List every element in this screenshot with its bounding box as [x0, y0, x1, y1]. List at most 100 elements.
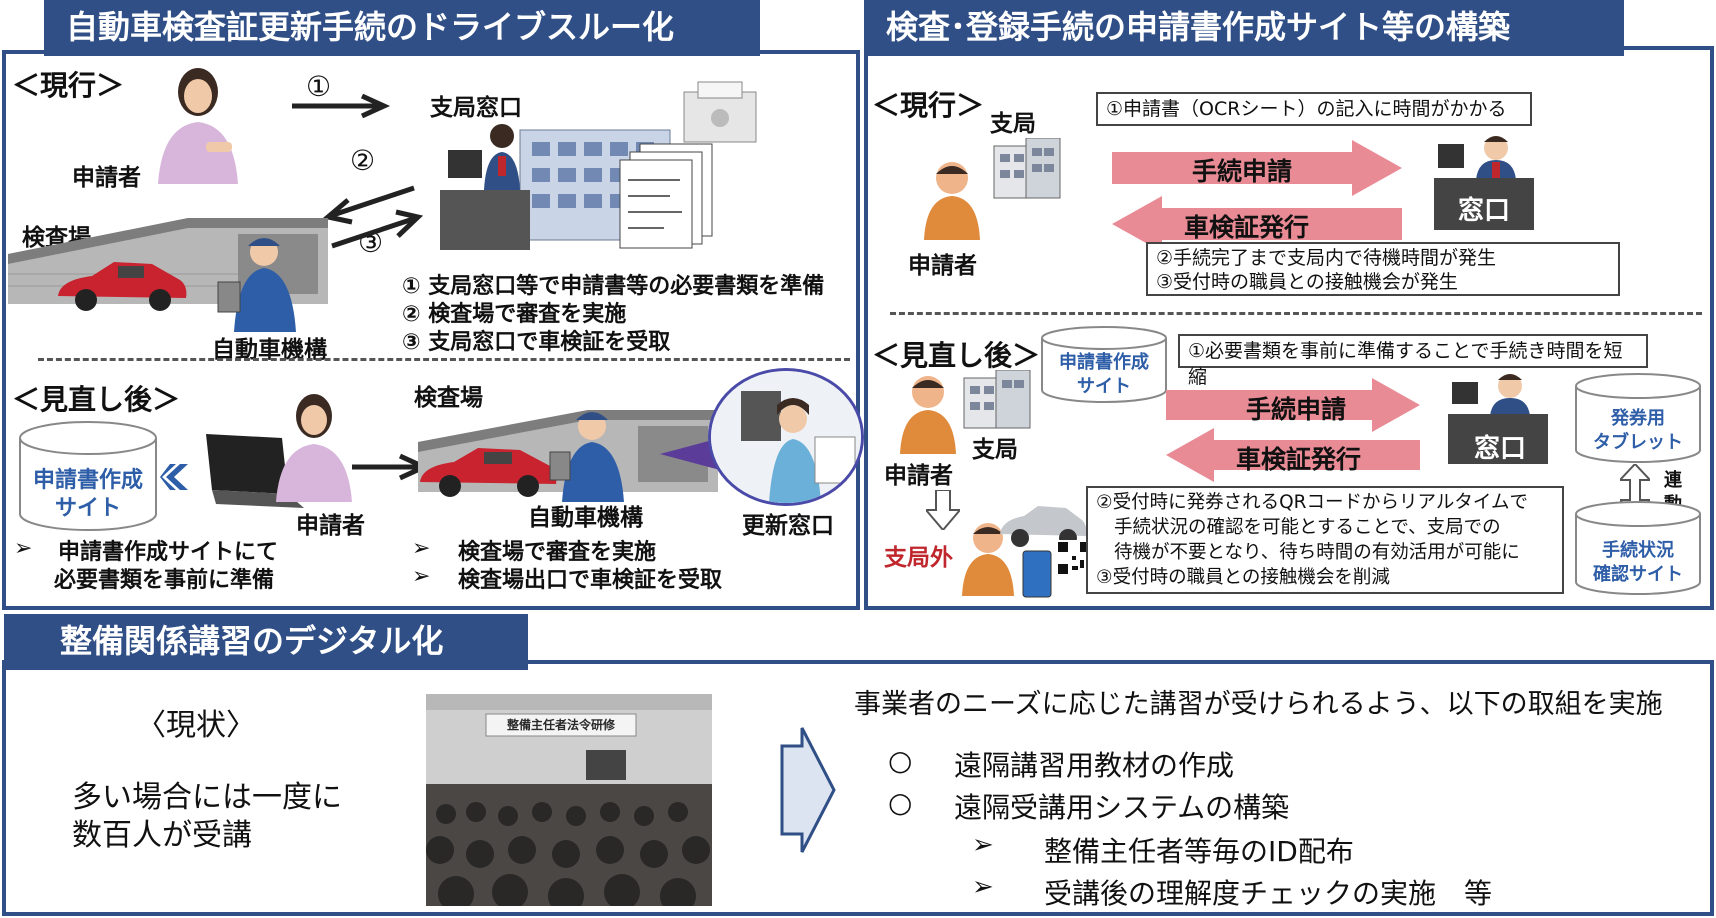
status-text-line1: 多い場合には一度に — [72, 780, 342, 815]
p2-applicant-label: 申請者 — [908, 253, 977, 279]
p2-callout-4-line3: 待機が不要となり、待ち時間の有効活用が可能に — [1114, 542, 1520, 563]
arrow-down-outline-icon — [926, 490, 960, 530]
after-left-bullet-2: 必要書類を事前に準備 — [54, 568, 275, 593]
red-car-after-icon — [420, 448, 557, 497]
exchange-arrows-icon — [322, 185, 424, 249]
p1-after-applicant: 申請者 — [296, 513, 365, 539]
arrow-right-icon — [292, 94, 391, 118]
printer-icon — [683, 81, 757, 143]
person-man-icon — [924, 162, 980, 240]
lecture-photo: 整備主任者法令研修 — [426, 694, 712, 906]
p1-branch-window-label: 支局窓口 — [430, 95, 522, 121]
item-1: 遠隔講習用教材の作成 — [954, 749, 1235, 782]
p2-callout-4-line2: 手続状況の確認を可能とすることで、支局での — [1114, 517, 1501, 538]
p1-current-label: ＜現行＞ — [12, 69, 125, 102]
issue-arrow-left — [1112, 196, 1402, 252]
p1-after-agency: 自動車機構 — [528, 505, 643, 531]
documents-icon — [619, 143, 713, 249]
after-right-bullet-icon-2: ➢ — [412, 564, 431, 589]
after-right-bullet-2: 検査場出口で車検証を受取 — [458, 568, 723, 593]
current-step-3: ③ 支局窓口で車検証を受取 — [402, 330, 671, 355]
p2-branch-label: 支局 — [990, 111, 1036, 137]
subitem-1: 整備主任者等毎のID配布 — [1044, 835, 1354, 868]
status-label: 〈現状〉 — [136, 708, 256, 743]
p1-divider — [38, 358, 850, 361]
p1-after-label: ＜見直し後＞ — [12, 383, 181, 416]
p2-callout-4-line4: ③受付時の職員との接触機会を削減 — [1096, 567, 1390, 588]
person-woman-laptop-icon — [276, 394, 352, 502]
p2-after-applicant: 申請者 — [884, 463, 953, 489]
site-database-icon: 申請書作成 サイト — [18, 420, 158, 532]
subitem-2-bullet: ➢ — [972, 872, 994, 902]
p2-current-label: ＜現行＞ — [872, 89, 985, 122]
p2-site-cyl-line2: サイト — [1077, 376, 1131, 397]
p2-callout-2-line2: ③受付時の職員との接触機会が発生 — [1156, 271, 1458, 293]
p2-window-label: 窓口 — [1458, 196, 1511, 226]
person-woman-icon — [158, 68, 238, 184]
panel-training-title: 整備関係講習のデジタル化 — [4, 614, 528, 670]
window-clerk-icon — [1434, 136, 1534, 230]
person-man-outside-icon — [962, 523, 1014, 596]
p2-site-cyl-line1: 申請書作成 — [1059, 352, 1149, 373]
arrow-left-purple-icon — [660, 438, 720, 470]
p2-callout-4: ②受付時に発券されるQRコードからリアルタイムで 手続状況の確認を可能とすること… — [1086, 486, 1564, 594]
p2-apply-label: 手続申請 — [1192, 157, 1293, 186]
subitem-2: 受講後の理解度チェックの実施 等 — [1044, 877, 1493, 910]
p2-callout-1: ①申請書（OCRシート）の記入に時間がかかる — [1096, 92, 1532, 126]
big-right-arrow-icon — [780, 727, 836, 853]
p2-after-branch: 支局 — [972, 437, 1018, 463]
after-apply-arrow-right — [1166, 378, 1420, 432]
site-cyl-line1: 申請書作成 — [32, 468, 143, 493]
status-cyl-line1: 手続状況 — [1602, 540, 1674, 561]
status-site-database-icon: 手続状況 確認サイト — [1574, 500, 1702, 598]
p1-after-site-label: 検査場 — [414, 385, 483, 411]
after-left-bullet-1: 申請書作成サイトにて — [58, 540, 279, 565]
training-headline: 事業者のニーズに応じた講習が受けられるよう、以下の取組を実施 — [854, 689, 1663, 720]
item-1-circle: ○ — [888, 744, 913, 777]
person-man-after-icon — [900, 376, 956, 454]
panel-application-site-title: 検査･登録手続の申請書作成サイト等の構築 — [864, 0, 1624, 56]
p2-divider — [890, 312, 1702, 315]
p2-callout-2: ②手続完了まで支局内で待機時間が発生 ③受付時の職員との接触機会が発生 — [1146, 242, 1620, 296]
item-2: 遠隔受講用システムの構築 — [954, 791, 1290, 824]
p2-after-issue-label: 車検証発行 — [1236, 445, 1362, 474]
red-car-icon — [58, 262, 187, 311]
status-cyl-line2: 確認サイト — [1593, 564, 1683, 585]
tablet-cyl-line1: 発券用 — [1611, 408, 1665, 429]
branch-building-icon — [993, 138, 1061, 199]
p2-callout-2-line1: ②手続完了まで支局内で待機時間が発生 — [1156, 247, 1497, 269]
p2-after-window-label: 窓口 — [1474, 434, 1527, 464]
step1-marker: ① — [306, 70, 332, 103]
after-window-clerk-icon — [1448, 374, 1548, 464]
after-issue-arrow-left — [1166, 428, 1420, 482]
p1-applicant-label: 申請者 — [72, 165, 141, 191]
inspector-after-icon — [549, 412, 624, 502]
panel-drive-through-title: 自動車検査証更新手続のドライブスルー化 — [44, 0, 760, 56]
p2-issue-label: 車検証発行 — [1184, 213, 1310, 242]
branch-building-after-icon — [963, 370, 1031, 429]
office-building-icon — [440, 124, 671, 250]
step2-marker: ② — [350, 144, 376, 177]
photo-banner-text: 整備主任者法令研修 — [506, 718, 615, 732]
p2-after-label: ＜見直し後＞ — [872, 339, 1041, 372]
panel-training — [2, 660, 1714, 916]
after-right-bullet-icon-1: ➢ — [412, 536, 431, 561]
p2-outside-label: 支局外 — [884, 545, 953, 571]
tablet-database-icon: 発券用 タブレット — [1574, 372, 1702, 464]
current-step-1: ① 支局窓口等で申請書等の必要書類を準備 — [402, 274, 825, 299]
p2-callout-3: ①必要書類を事前に準備することで手続き時間を短縮 — [1178, 334, 1648, 388]
p2-callout-4-line1: ②受付時に発券されるQRコードからリアルタイムで — [1096, 492, 1528, 513]
link-label-1: 連 — [1664, 470, 1682, 491]
current-step-2: ② 検査場で審査を実施 — [402, 302, 627, 327]
p2-site-database-icon: 申請書作成 サイト — [1040, 326, 1168, 404]
after-left-bullet-icon: ➢ — [14, 536, 33, 561]
p1-renewal-window-label: 更新窓口 — [742, 513, 834, 539]
smartphone-icon — [1022, 550, 1052, 598]
inspector-icon — [217, 238, 296, 332]
tablet-cyl-line2: タブレット — [1593, 432, 1683, 453]
subitem-1-bullet: ➢ — [972, 830, 994, 860]
apply-arrow-right — [1112, 140, 1402, 196]
status-text-line2: 数百人が受講 — [72, 818, 252, 853]
p2-after-apply-label: 手続申請 — [1246, 395, 1347, 424]
item-2-circle: ○ — [888, 786, 913, 819]
